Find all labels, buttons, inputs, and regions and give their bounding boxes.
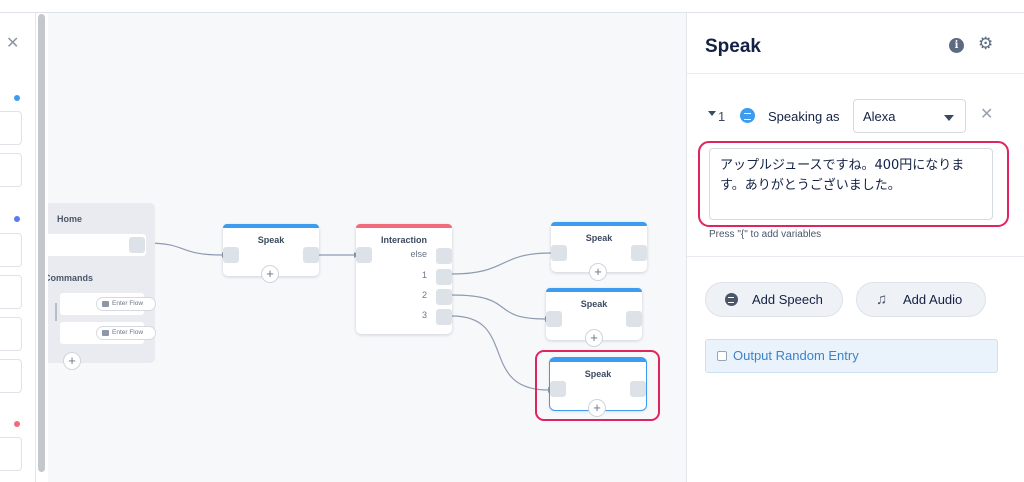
add-step-button[interactable]: +	[261, 265, 279, 283]
collapse-caret-icon[interactable]	[708, 111, 716, 116]
home-title: Home	[57, 214, 83, 224]
flow-icon	[102, 301, 109, 307]
output-random-option[interactable]: Output Random Entry	[705, 339, 998, 373]
status-dot	[14, 95, 20, 101]
add-audio-label: Add Audio	[903, 292, 963, 307]
choice-port[interactable]	[436, 289, 452, 305]
node-title: Speak	[584, 369, 612, 379]
choice-label: 2	[421, 290, 427, 300]
add-speech-label: Add Speech	[752, 292, 823, 307]
add-speech-button[interactable]: Add Speech	[705, 282, 843, 317]
drag-handle[interactable]	[55, 303, 57, 321]
input-port[interactable]	[546, 311, 562, 327]
status-dot	[14, 421, 20, 427]
sidebar-card[interactable]	[0, 275, 22, 309]
chevron-down-icon	[944, 115, 954, 121]
node-title: Speak	[585, 233, 613, 243]
input-port[interactable]	[551, 245, 567, 261]
add-step-button[interactable]: +	[589, 263, 607, 281]
input-port[interactable]	[356, 247, 372, 263]
interaction-node[interactable]: Interaction else 1 2 3	[356, 224, 452, 334]
node-color-bar	[551, 222, 647, 226]
panel-title: Speak	[705, 36, 761, 57]
output-port[interactable]	[631, 245, 647, 261]
sidebar-card[interactable]	[0, 111, 22, 145]
else-label: else	[410, 249, 427, 259]
node-title: Interaction	[380, 235, 427, 245]
scrollbar-thumb[interactable]	[38, 14, 45, 472]
else-port[interactable]	[436, 248, 452, 264]
wire-home-speak	[145, 242, 223, 256]
choice-port[interactable]	[436, 309, 452, 325]
enter-flow-label: Enter Flow	[112, 300, 144, 307]
enter-flow-label: Enter Flow	[112, 329, 144, 336]
output-port[interactable]	[630, 381, 646, 397]
divider	[687, 256, 1024, 257]
close-icon[interactable]: ✕	[6, 35, 20, 52]
sidebar-card[interactable]	[0, 153, 22, 187]
wire-1-speak	[451, 252, 552, 275]
left-sidebar: ✕	[0, 13, 36, 482]
variables-hint: Press "{" to add variables	[709, 229, 822, 240]
speaking-as-label: Speaking as	[768, 109, 840, 124]
input-port[interactable]	[550, 381, 566, 397]
commands-label: Commands	[48, 273, 94, 283]
gear-icon[interactable]: ⚙	[978, 34, 994, 53]
speech-bubble-icon	[725, 293, 738, 306]
music-note-icon: ♫	[876, 291, 888, 308]
sidebar-card[interactable]	[0, 317, 22, 351]
top-bar	[0, 0, 1024, 13]
info-icon[interactable]: i	[949, 38, 964, 53]
sidebar-card[interactable]	[0, 359, 22, 393]
editor-panel: Speak i ⚙ 1 Speaking as Alexa ✕ アップルジュース…	[686, 13, 1024, 482]
node-color-bar	[356, 224, 452, 228]
choice-label: 3	[421, 310, 427, 320]
status-dot	[14, 216, 20, 222]
speak-node[interactable]: Speak	[223, 224, 319, 276]
node-title: Speak	[580, 299, 608, 309]
choice-port[interactable]	[436, 269, 452, 285]
random-checkbox[interactable]	[717, 351, 727, 361]
flow-canvas[interactable]: Home Commands Enter Flow Enter Flow + Sp…	[48, 13, 686, 482]
speak-node[interactable]: Speak	[551, 222, 647, 272]
add-block-button[interactable]: +	[63, 352, 81, 370]
add-step-button[interactable]: +	[585, 329, 603, 347]
text-highlight	[698, 141, 1009, 227]
node-color-bar	[223, 224, 319, 228]
speech-textarea[interactable]: アップルジュースですね。400円になります。ありがとうございました。	[709, 148, 993, 220]
entry-index: 1	[718, 109, 726, 124]
home-block[interactable]: Home Commands Enter Flow Enter Flow	[48, 203, 156, 363]
choice-label: 1	[421, 270, 427, 280]
node-color-bar	[546, 288, 642, 292]
input-port[interactable]	[223, 247, 239, 263]
sidebar-card[interactable]	[0, 233, 22, 267]
enter-flow-pill[interactable]: Enter Flow	[96, 326, 156, 340]
voice-select[interactable]: Alexa	[853, 99, 966, 133]
flow-icon	[102, 330, 109, 336]
add-audio-button[interactable]: ♫ Add Audio	[856, 282, 986, 317]
enter-flow-pill[interactable]: Enter Flow	[96, 297, 156, 311]
output-port[interactable]	[129, 237, 145, 253]
sidebar-card[interactable]	[0, 437, 22, 471]
voice-select-value: Alexa	[863, 109, 896, 124]
output-port[interactable]	[303, 247, 319, 263]
output-random-label: Output Random Entry	[733, 348, 859, 363]
home-start[interactable]	[48, 234, 146, 256]
output-port[interactable]	[626, 311, 642, 327]
speech-bubble-icon	[740, 108, 755, 123]
remove-icon[interactable]: ✕	[980, 106, 994, 123]
selection-highlight	[535, 350, 660, 421]
node-color-bar	[550, 358, 646, 362]
wire-3-speak	[451, 315, 549, 391]
divider	[687, 73, 1024, 74]
node-title: Speak	[257, 235, 285, 245]
wire-2-speak	[451, 294, 546, 320]
add-step-button[interactable]: +	[588, 399, 606, 417]
